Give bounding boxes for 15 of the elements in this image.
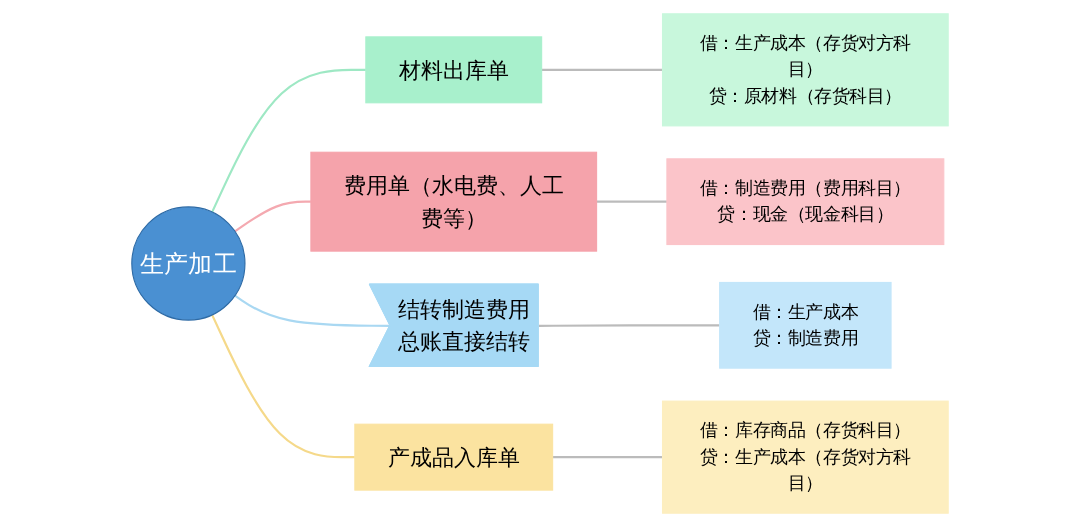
connector (541, 68, 663, 71)
node-box: 借：生产成本（存货对方科目） 贷：原材料（存货科目） (661, 13, 949, 127)
connector (538, 324, 720, 327)
node-box: 借：生产成本 贷：制造费用 (719, 281, 892, 369)
connector (211, 314, 355, 459)
node-box: 费用单（水电费、人工费等） (310, 151, 598, 252)
node-box: 材料出库单 (365, 36, 543, 104)
node-box: 借：制造费用（费用科目） 贷：现金（现金科目） (666, 158, 945, 246)
node-box: 产成品入库单 (354, 423, 554, 491)
node-box: 借：库存商品（存货科目） 贷：生产成本（存货对方科目） (661, 400, 949, 514)
connector (211, 68, 366, 213)
connector (234, 200, 311, 233)
connector (596, 200, 667, 203)
connector (552, 456, 663, 459)
node-circle: 生产加工 (131, 206, 246, 321)
